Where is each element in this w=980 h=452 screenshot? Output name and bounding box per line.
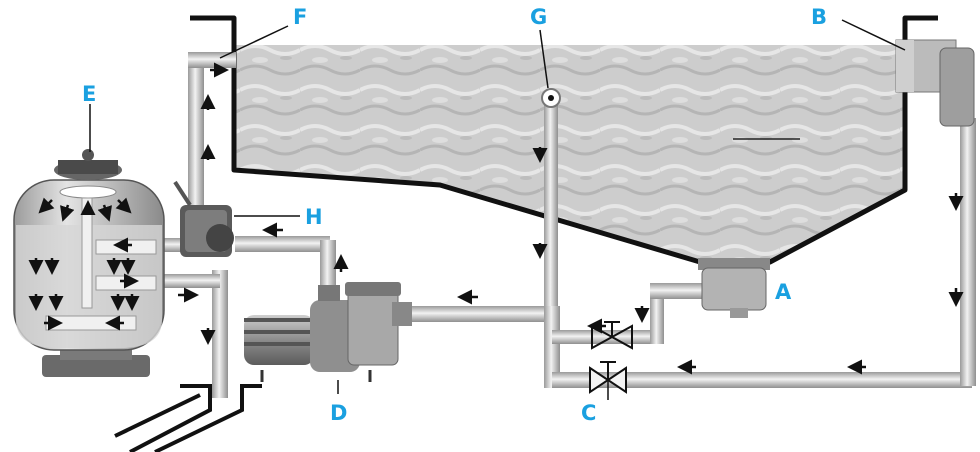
pump-outlet-pipe — [320, 240, 336, 290]
control-valve-icon — [589, 361, 627, 400]
label-a: A — [775, 280, 792, 304]
filter-base — [42, 355, 150, 377]
sewer-outline — [129, 384, 262, 452]
label-b: B — [811, 5, 827, 29]
multiport-valve-icon — [173, 180, 234, 257]
skimmer-line-bottom — [552, 372, 972, 388]
vacuum-pipe — [544, 100, 558, 315]
waste-pipe — [212, 270, 228, 398]
flow-arrow — [38, 197, 55, 214]
label-e: E — [82, 82, 96, 106]
vacuum-point-icon — [541, 88, 561, 108]
flow-arrow — [115, 197, 132, 214]
filter-diffuser — [59, 185, 117, 199]
skimmer-icon — [895, 39, 975, 127]
component-labels: F G B E H A D C — [82, 5, 827, 425]
flow-arrows — [28, 62, 964, 375]
skimmer-line-vertical — [960, 118, 976, 386]
drain-top-pipe — [650, 283, 705, 299]
filter-bottom-connector — [160, 274, 220, 288]
label-f: F — [293, 5, 307, 29]
pump-motor — [244, 315, 314, 365]
leader-line-f — [219, 25, 289, 59]
drain-riser-pipe — [650, 285, 664, 344]
pump-to-valve-pipe — [235, 236, 330, 252]
flow-arrow — [97, 204, 112, 222]
label-d: D — [330, 401, 347, 425]
leader-lines — [89, 19, 906, 394]
manifold-pipe — [544, 306, 560, 388]
pool-basin — [190, 15, 938, 265]
pump-strainer — [347, 284, 399, 366]
leader-line-b — [841, 19, 906, 51]
flow-arrow — [60, 204, 75, 222]
label-h: H — [305, 205, 323, 229]
main-drain-icon — [698, 258, 770, 318]
pool-water — [234, 45, 905, 262]
drain-valve-icon — [591, 321, 633, 350]
leader-line-g — [539, 29, 549, 89]
pump-inlet-pipe — [400, 306, 560, 322]
label-c: C — [581, 401, 596, 425]
drain-branch-pipe — [552, 330, 657, 344]
return-pipe-vertical — [188, 55, 204, 210]
label-g: G — [530, 5, 547, 29]
pump-icon — [244, 282, 412, 382]
